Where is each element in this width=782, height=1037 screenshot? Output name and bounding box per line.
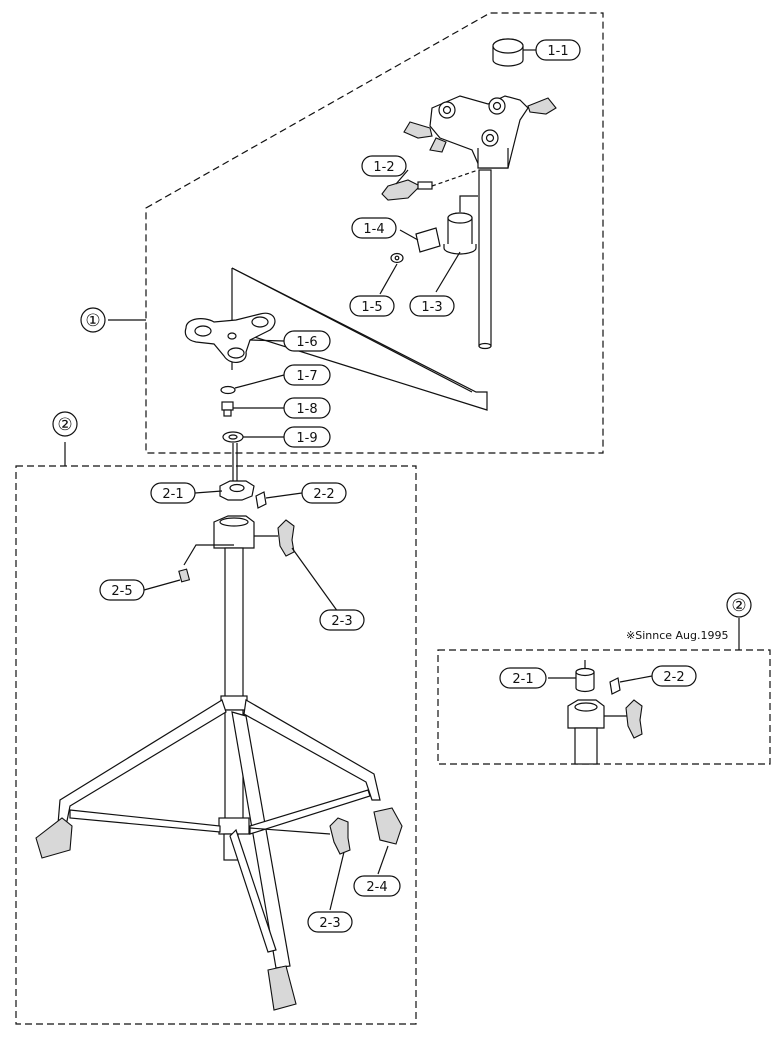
svg-text:2-1: 2-1 bbox=[162, 487, 183, 502]
svg-text:1-3: 1-3 bbox=[421, 300, 442, 315]
svg-text:1-4: 1-4 bbox=[363, 222, 384, 237]
part-1-4-shim bbox=[415, 227, 441, 253]
part-rod bbox=[478, 169, 492, 350]
label-1-4: 1-4 bbox=[351, 217, 397, 239]
svg-text:①: ① bbox=[85, 311, 100, 331]
svg-text:1-1: 1-1 bbox=[547, 44, 568, 59]
label-1-1: 1-1 bbox=[535, 39, 581, 61]
svg-text:2-3: 2-3 bbox=[331, 614, 352, 629]
label-1-2: 1-2 bbox=[361, 155, 407, 177]
svg-text:2-5: 2-5 bbox=[111, 584, 132, 599]
part-tripod-legs bbox=[35, 699, 403, 1011]
svg-text:1-5: 1-5 bbox=[361, 300, 382, 315]
since-note: ※Sinnce Aug.1995 bbox=[626, 629, 728, 642]
alt-label-2-1: 2-1 bbox=[499, 667, 547, 689]
svg-text:2-3: 2-3 bbox=[319, 916, 340, 931]
label-2-2: 2-2 bbox=[301, 482, 347, 504]
part-1-9-washer bbox=[222, 431, 244, 443]
part-1-1-cap bbox=[492, 38, 524, 67]
alt-part-2-2-key bbox=[609, 677, 621, 695]
label-2-1: 2-1 bbox=[150, 482, 196, 504]
group2-alt-marker: ② bbox=[726, 592, 752, 618]
label-1-8: 1-8 bbox=[283, 397, 331, 419]
part-2-2-key bbox=[255, 491, 267, 509]
part-1-2-wing-bolt bbox=[381, 179, 433, 201]
alt-part-2-1-bushing bbox=[575, 667, 595, 693]
label-1-7: 1-7 bbox=[283, 364, 331, 386]
label-1-9: 1-9 bbox=[283, 426, 331, 448]
svg-text:1-6: 1-6 bbox=[296, 335, 317, 350]
part-2-3-wing-screw-top bbox=[254, 519, 295, 557]
label-2-3-bottom: 2-3 bbox=[307, 911, 353, 933]
part-1-8-bolt bbox=[221, 401, 234, 417]
alt-detail-boundary bbox=[437, 649, 771, 765]
group1-marker: ① bbox=[80, 307, 106, 333]
svg-text:2-2: 2-2 bbox=[313, 487, 334, 502]
group1-boundary bbox=[145, 12, 604, 454]
part-1-6-mount-plate bbox=[184, 312, 276, 363]
svg-text:1-8: 1-8 bbox=[296, 402, 317, 417]
svg-text:2-4: 2-4 bbox=[366, 880, 387, 895]
svg-text:1-2: 1-2 bbox=[373, 160, 394, 175]
label-1-5: 1-5 bbox=[349, 295, 395, 317]
label-2-3-top: 2-3 bbox=[319, 609, 365, 631]
part-1-3-sleeve bbox=[443, 212, 477, 255]
part-2-3-wing-screw-bottom bbox=[249, 817, 351, 855]
part-2-5-set-screw bbox=[178, 568, 191, 583]
label-2-5: 2-5 bbox=[99, 579, 145, 601]
label-1-6: 1-6 bbox=[283, 330, 331, 352]
group2-marker: ② bbox=[52, 411, 78, 437]
part-2-1-adapter bbox=[219, 480, 255, 501]
alt-collar-and-tube bbox=[567, 699, 643, 765]
svg-text:②: ② bbox=[57, 415, 72, 435]
part-1-7-washer bbox=[220, 385, 236, 395]
svg-text:②: ② bbox=[731, 596, 746, 616]
svg-text:1-9: 1-9 bbox=[296, 431, 317, 446]
part-top-collar bbox=[213, 515, 255, 549]
svg-text:1-7: 1-7 bbox=[296, 369, 317, 384]
part-1-5-nut bbox=[390, 252, 404, 264]
svg-text:2-2: 2-2 bbox=[663, 670, 684, 685]
label-2-4: 2-4 bbox=[353, 875, 401, 897]
group2-boundary bbox=[15, 465, 417, 1025]
part-multi-clamp-head bbox=[403, 95, 557, 169]
svg-text:2-1: 2-1 bbox=[512, 672, 533, 687]
alt-label-2-2: 2-2 bbox=[651, 665, 697, 687]
label-1-3: 1-3 bbox=[409, 295, 455, 317]
